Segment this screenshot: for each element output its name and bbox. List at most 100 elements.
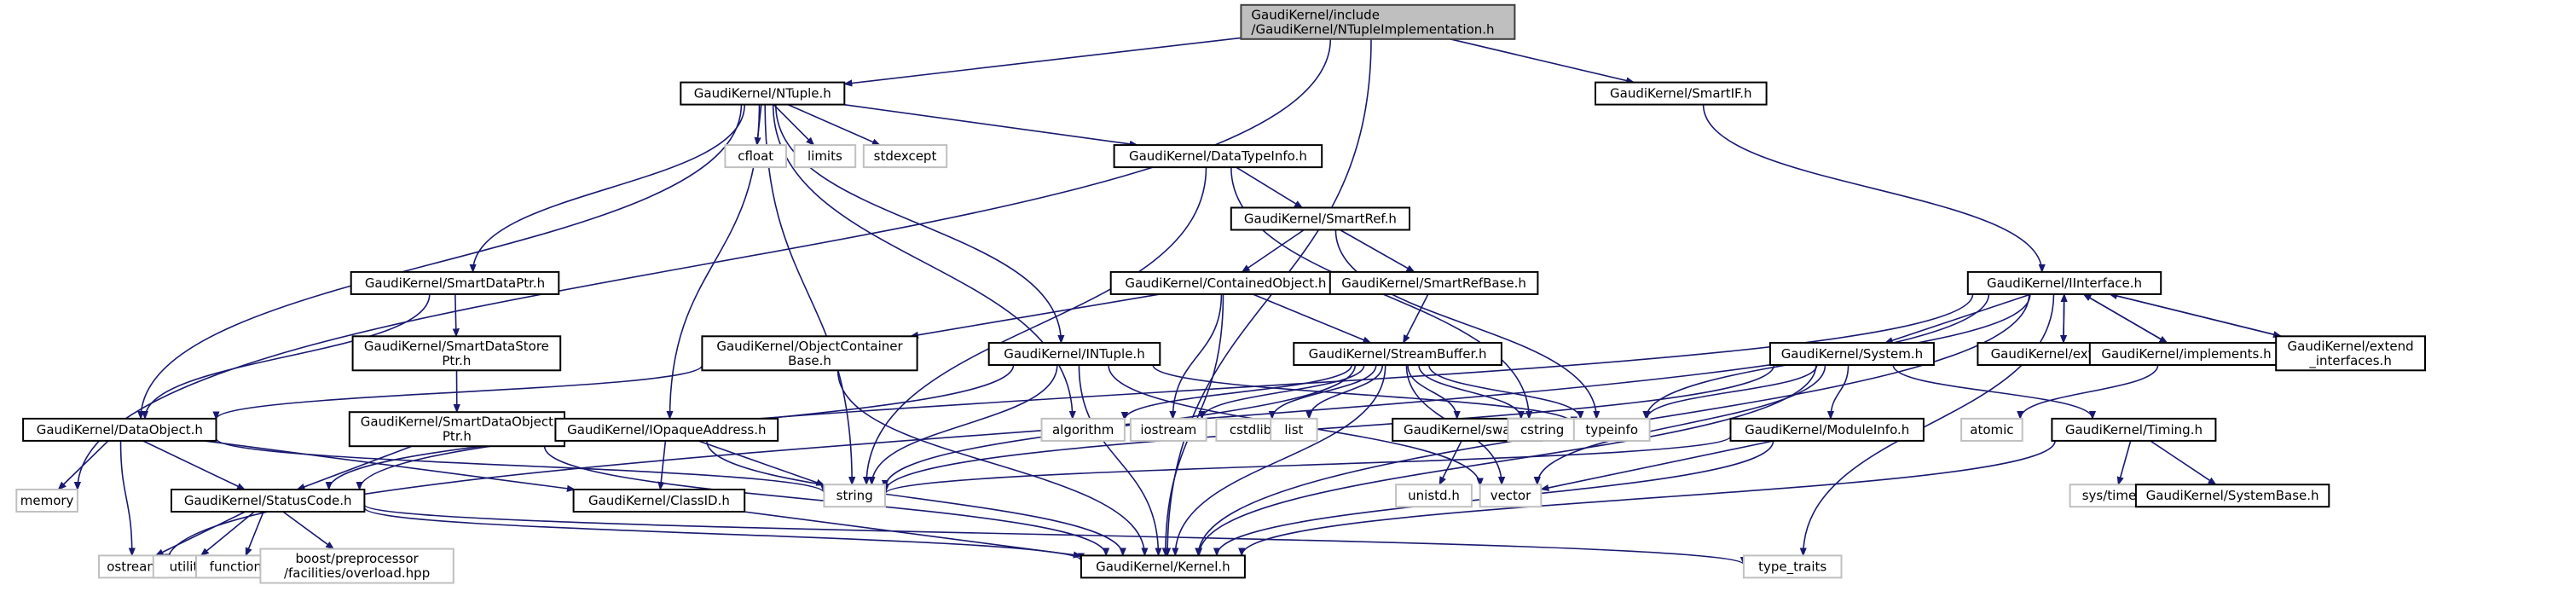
edge-iinterface-to-statuscode — [360, 293, 1974, 490]
node-typeinfo: typeinfo — [1572, 417, 1651, 442]
edges-layer — [58, 37, 2282, 565]
node-label: cstring — [1520, 422, 1564, 437]
edge-ntuple-to-smartdataptr — [473, 104, 745, 272]
edge-streambuffer-to-cstdlib — [1272, 364, 1377, 420]
node-intuple[interactable]: GaudiKernel/INTuple.h — [987, 342, 1161, 366]
node-box — [2134, 484, 2330, 508]
edge-dataobject-to-memory — [58, 440, 109, 490]
edge-iopaqueaddress-to-string — [698, 440, 825, 485]
edge-statuscode-to-boost_overload — [282, 511, 333, 549]
edge-statuscode-to-utility — [201, 511, 255, 555]
node-stdexcept: stdexcept — [862, 144, 948, 169]
node-label: /GaudiKernel/NTupleImplementation.h — [1251, 21, 1494, 37]
node-label: GaudiKernel/ContainedObject.h — [1125, 275, 1326, 291]
node-smartref[interactable]: GaudiKernel/SmartRef.h — [1230, 206, 1411, 231]
node-label: list — [1284, 422, 1303, 437]
node-label: GaudiKernel/NTuple.h — [694, 86, 831, 101]
edge-intuple-to-string — [871, 364, 1058, 484]
edge-dataobject-to-ostream — [119, 440, 132, 556]
node-label: GaudiKernel/IInterface.h — [1987, 275, 2142, 291]
node-label: GaudiKernel/swab.h — [1404, 422, 1531, 437]
node-iostream: iostream — [1129, 417, 1207, 442]
nodes-layer: GaudiKernel/include/GaudiKernel/NTupleIm… — [15, 3, 2426, 584]
node-containedobject[interactable]: GaudiKernel/ContainedObject.h — [1109, 270, 1342, 295]
node-cfloat: cfloat — [724, 144, 788, 169]
node-box — [1113, 144, 1323, 169]
edge-system-to-moduleinfo — [1831, 364, 1850, 419]
node-smartif[interactable]: GaudiKernel/SmartIF.h — [1595, 81, 1768, 106]
node-box — [1395, 484, 1473, 508]
node-cstring: cstring — [1507, 417, 1577, 442]
node-label: GaudiKernel/Timing.h — [2065, 422, 2203, 437]
edge-timing-to-kernel — [1242, 440, 2056, 556]
node-label: cstdlib — [1230, 422, 1271, 437]
edge-streambuffer-to-cstring — [1418, 364, 1521, 420]
node-label: GaudiKernel/SmartDataStore — [364, 339, 549, 354]
node-label: GaudiKernel/extend — [2288, 339, 2414, 354]
node-statuscode[interactable]: GaudiKernel/StatusCode.h — [171, 489, 366, 513]
node-box — [350, 270, 560, 295]
node-vector: vector — [1479, 484, 1543, 508]
edge-ntuple-to-datatypeinfo — [842, 103, 1137, 146]
node-timing[interactable]: GaudiKernel/Timing.h — [2051, 417, 2217, 442]
node-smartrefbase[interactable]: GaudiKernel/SmartRefBase.h — [1329, 270, 1539, 295]
node-box — [1270, 417, 1318, 442]
node-smartdataptr[interactable]: GaudiKernel/SmartDataPtr.h — [350, 270, 560, 295]
node-box — [1129, 417, 1207, 442]
node-label: sys/time.h — [2082, 488, 2149, 503]
node-iinterface[interactable]: GaudiKernel/IInterface.h — [1966, 270, 2162, 295]
node-label: atomic — [1970, 422, 2013, 437]
edge-system-to-string — [885, 364, 1775, 492]
node-classid[interactable]: GaudiKernel/ClassID.h — [572, 489, 746, 513]
edge-root-to-smartif — [1450, 38, 1635, 83]
node-algorithm: algorithm — [1040, 417, 1126, 442]
edge-system-to-kernel — [1199, 364, 1817, 555]
node-moduleinfo[interactable]: GaudiKernel/ModuleInfo.h — [1729, 417, 1925, 442]
node-label: vector — [1491, 488, 1531, 503]
node-box — [987, 342, 1161, 366]
node-label: cfloat — [738, 148, 773, 164]
node-iopaqueaddress[interactable]: GaudiKernel/IOpaqueAddress.h — [554, 417, 779, 442]
node-label: typeinfo — [1585, 422, 1638, 437]
node-box — [1966, 270, 2162, 295]
node-implements[interactable]: GaudiKernel/implements.h — [2088, 342, 2284, 366]
edge-statuscode-to-functional — [245, 511, 264, 555]
edge-iopaqueaddress-to-kernel — [706, 440, 1123, 556]
node-root[interactable]: GaudiKernel/include/GaudiKernel/NTupleIm… — [1240, 3, 1516, 40]
node-box — [351, 335, 562, 372]
node-extend_interfaces[interactable]: GaudiKernel/extend_interfaces.h — [2275, 335, 2426, 372]
node-box — [2275, 335, 2426, 372]
edge-timing-to-systembase — [2150, 440, 2216, 484]
edge-dataobject-to-statuscode — [142, 440, 246, 490]
node-label: _interfaces.h — [2308, 353, 2392, 369]
edge-smartref-to-typeinfo — [1334, 229, 1596, 419]
node-label: GaudiKernel/System.h — [1781, 346, 1923, 362]
node-datatypeinfo[interactable]: GaudiKernel/DataTypeInfo.h — [1113, 144, 1323, 169]
edge-streambuffer-to-swab — [1407, 364, 1457, 419]
node-label: ostream — [107, 559, 159, 574]
node-box — [724, 144, 788, 169]
node-system[interactable]: GaudiKernel/System.h — [1768, 342, 1935, 366]
node-box — [1109, 270, 1342, 295]
node-dataobject[interactable]: GaudiKernel/DataObject.h — [22, 417, 217, 442]
node-label: GaudiKernel/SmartDataObject — [361, 414, 553, 430]
edge-smartif-to-iinterface — [1702, 104, 2042, 272]
edge-objectcontainerbase-to-dataobject — [217, 364, 703, 420]
node-kernel[interactable]: GaudiKernel/Kernel.h — [1080, 554, 1246, 579]
edge-streambuffer-to-iostream — [1202, 364, 1365, 420]
node-box — [348, 411, 565, 448]
node-systembase[interactable]: GaudiKernel/SystemBase.h — [2134, 484, 2330, 508]
node-ntuple[interactable]: GaudiKernel/NTuple.h — [680, 81, 846, 106]
node-label: Base.h — [788, 353, 831, 368]
edge-datatypeinfo-to-smartref — [1236, 166, 1303, 209]
node-streambuffer[interactable]: GaudiKernel/StreamBuffer.h — [1293, 342, 1502, 366]
edge-extend_interfaces-to-iinterface — [2110, 294, 2282, 338]
node-label: GaudiKernel/IOpaqueAddress.h — [567, 422, 766, 437]
node-label: string — [836, 488, 873, 503]
edge-streambuffer-to-kernel — [1175, 364, 1386, 555]
edge-root-to-memory — [78, 38, 1332, 490]
